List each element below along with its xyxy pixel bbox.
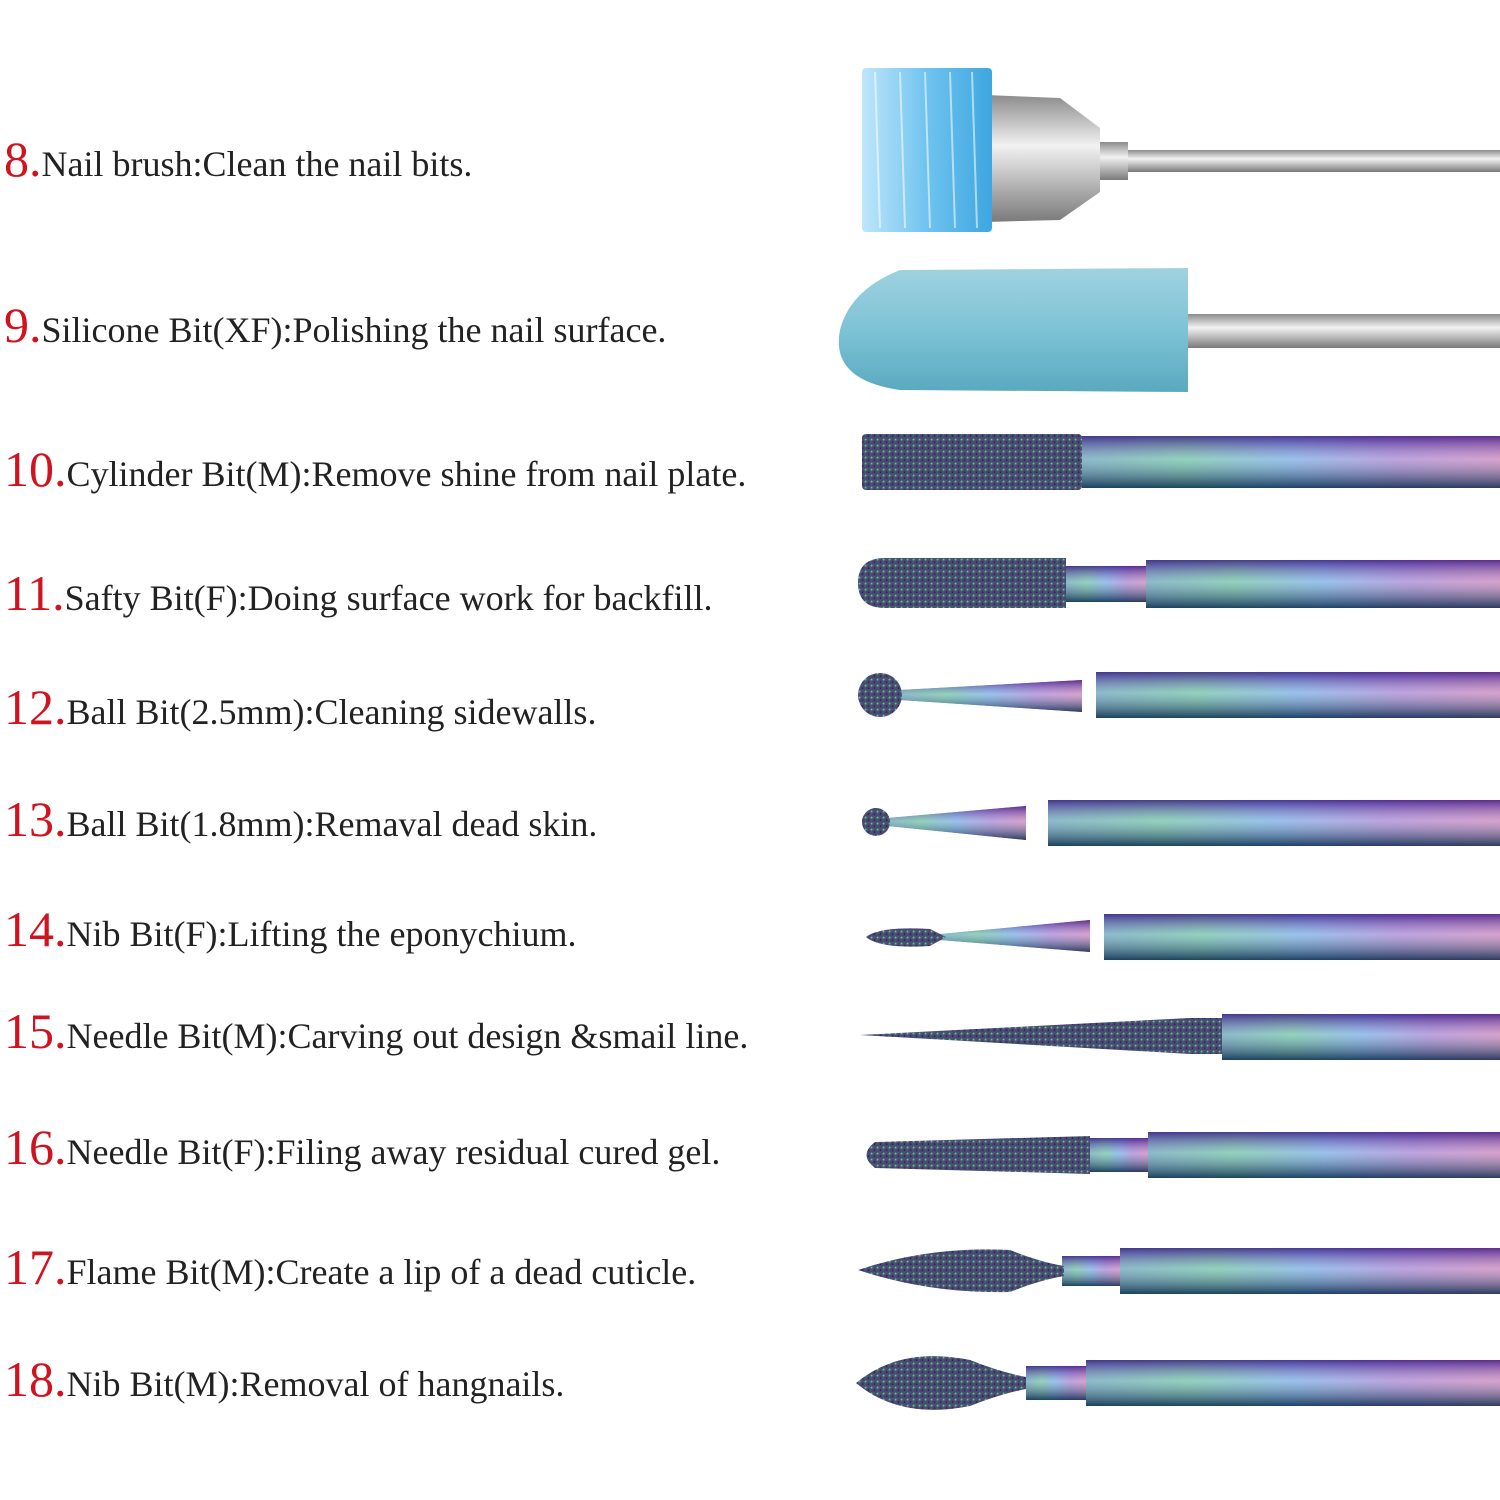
silicone-bit <box>838 268 1500 392</box>
item-number: 14. <box>4 901 67 957</box>
item-number: 18. <box>4 1351 67 1407</box>
item-number: 16. <box>4 1119 67 1175</box>
item-description: Ball Bit(2.5mm):Cleaning sidewalls. <box>66 692 597 732</box>
label-15: 15.Needle Bit(M):Carving out design &sma… <box>4 1006 748 1056</box>
item-description: Nib Bit(F):Lifting the eponychium. <box>66 914 577 954</box>
ball-bit-1-8mm <box>862 800 1500 846</box>
item-number: 9. <box>4 297 42 353</box>
item-number: 12. <box>4 679 67 735</box>
label-18: 18.Nib Bit(M):Removal of hangnails. <box>4 1354 564 1404</box>
nib-bit-f <box>866 914 1500 960</box>
label-14: 14.Nib Bit(F):Lifting the eponychium. <box>4 904 576 954</box>
item-description: Nib Bit(M):Removal of hangnails. <box>66 1364 565 1404</box>
item-description: Ball Bit(1.8mm):Remaval dead skin. <box>66 804 598 844</box>
label-17: 17.Flame Bit(M):Create a lip of a dead c… <box>4 1242 696 1292</box>
item-number: 17. <box>4 1239 67 1295</box>
item-description: Safty Bit(F):Doing surface work for back… <box>64 578 713 618</box>
label-9: 9.Silicone Bit(XF):Polishing the nail su… <box>4 300 666 350</box>
item-number: 8. <box>4 131 42 187</box>
label-10: 10.Cylinder Bit(M):Remove shine from nai… <box>4 444 746 494</box>
flame-bit-m <box>858 1248 1500 1294</box>
safety-bit <box>858 558 1500 608</box>
ball-bit-2-5mm <box>858 672 1500 718</box>
item-description: Nail brush:Clean the nail bits. <box>41 144 473 184</box>
nail-brush-bit <box>862 68 1500 232</box>
label-12: 12.Ball Bit(2.5mm):Cleaning sidewalls. <box>4 682 596 732</box>
needle-bit-m <box>860 1014 1500 1060</box>
item-number: 13. <box>4 791 67 847</box>
label-8: 8.Nail brush:Clean the nail bits. <box>4 134 472 184</box>
cylinder-bit <box>862 434 1500 490</box>
item-description: Needle Bit(F):Filing away residual cured… <box>66 1132 721 1172</box>
nib-bit-m <box>856 1356 1500 1410</box>
item-number: 10. <box>4 441 67 497</box>
item-description: Cylinder Bit(M):Remove shine from nail p… <box>66 454 747 494</box>
label-16: 16.Needle Bit(F):Filing away residual cu… <box>4 1122 720 1172</box>
needle-bit-f <box>866 1132 1500 1178</box>
item-description: Silicone Bit(XF):Polishing the nail surf… <box>41 310 667 350</box>
item-number: 11. <box>4 565 65 621</box>
item-description: Needle Bit(M):Carving out design &smail … <box>66 1016 749 1056</box>
item-number: 15. <box>4 1003 67 1059</box>
label-13: 13.Ball Bit(1.8mm):Remaval dead skin. <box>4 794 597 844</box>
item-description: Flame Bit(M):Create a lip of a dead cuti… <box>66 1252 697 1292</box>
label-11: 11.Safty Bit(F):Doing surface work for b… <box>4 568 713 618</box>
